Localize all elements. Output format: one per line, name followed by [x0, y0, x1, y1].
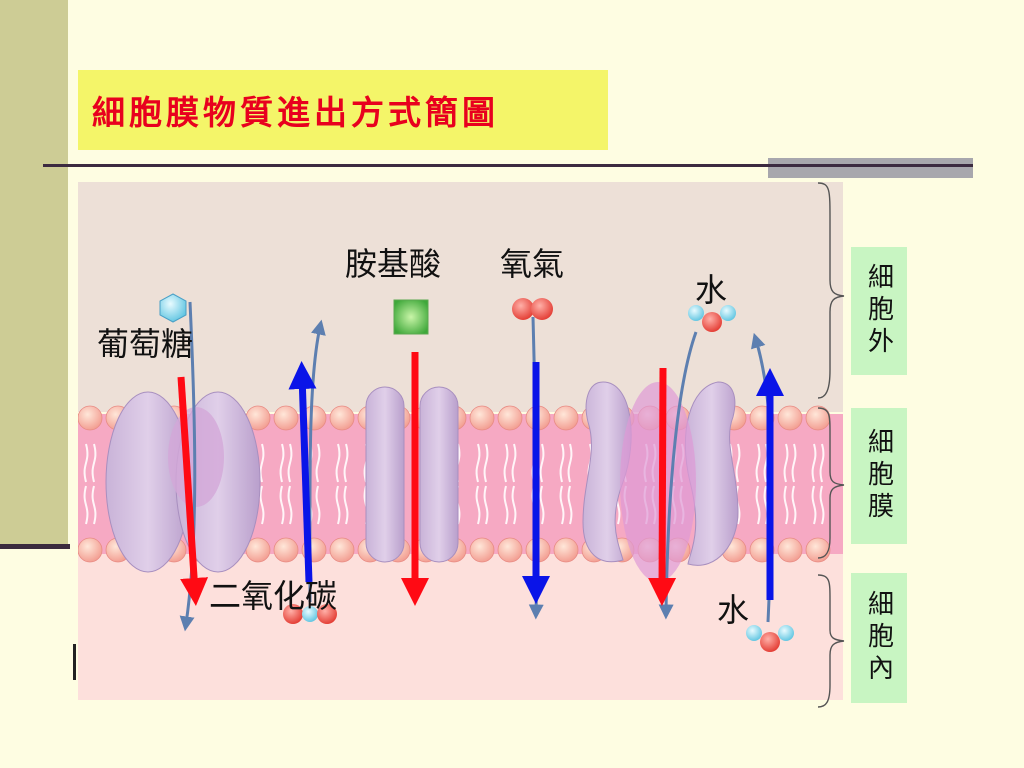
- phospholipid-head: [273, 405, 299, 431]
- oxygen-label: 氧氣: [500, 245, 565, 283]
- glucose-inward-arrow: [177, 376, 209, 606]
- co2-molecule: [283, 604, 337, 624]
- region-inside-box: 細胞內: [851, 573, 907, 703]
- region-membrane-box: 細胞膜: [851, 408, 907, 544]
- phospholipid-head: [777, 537, 803, 563]
- glucose-label: 葡萄糖: [97, 325, 194, 363]
- left-decor-bar: [0, 0, 68, 548]
- water-channel-protein: [582, 381, 739, 582]
- phospholipid-head: [553, 537, 579, 563]
- water-bottom-label: 水: [717, 591, 750, 629]
- water-in-path-arrow: [658, 331, 698, 620]
- phospholipid-head: [78, 537, 103, 563]
- co2-label: 二氧化碳: [209, 577, 338, 615]
- title-box: 細胞膜物質進出方式簡圖: [78, 70, 608, 150]
- water-top-label: 水: [695, 271, 728, 309]
- phospholipid-head: [469, 537, 495, 563]
- intracellular-area: [78, 552, 843, 700]
- amino-acid-label: 胺基酸: [345, 245, 442, 283]
- region-membrane-label: 細胞膜: [863, 428, 894, 524]
- title-rule-accent: [768, 158, 973, 178]
- phospholipid-head: [497, 405, 523, 431]
- phospholipid-head: [273, 537, 299, 563]
- region-inside-label: 細胞內: [863, 590, 894, 686]
- region-braces: [817, 182, 845, 708]
- phospholipid-head: [553, 405, 579, 431]
- left-decor-underline: [0, 544, 70, 549]
- membrane-diagram: [78, 182, 843, 700]
- glucose-molecule: [159, 293, 187, 323]
- oxygen-molecule: [512, 298, 553, 320]
- extracellular-area: [78, 182, 843, 412]
- phospholipid-head: [329, 405, 355, 431]
- region-outside-label: 細胞外: [863, 263, 894, 359]
- page-title: 細胞膜物質進出方式簡圖: [92, 93, 499, 132]
- phospholipid-head: [497, 537, 523, 563]
- left-decor-tick: [73, 644, 76, 680]
- co2-outward-arrow: [288, 361, 317, 583]
- water-inward-arrow: [648, 367, 677, 606]
- amino-acid-molecule: [393, 299, 429, 335]
- phospholipid-head: [329, 537, 355, 563]
- region-outside-box: 細胞外: [851, 247, 907, 375]
- amino-acid-channel-protein: [365, 386, 459, 563]
- water-molecule-top: [688, 305, 736, 332]
- phospholipid-head: [777, 405, 803, 431]
- phospholipid-head: [469, 405, 495, 431]
- title-rule: [43, 164, 973, 167]
- phospholipid-head: [78, 405, 103, 431]
- water-molecule-bottom: [746, 625, 794, 652]
